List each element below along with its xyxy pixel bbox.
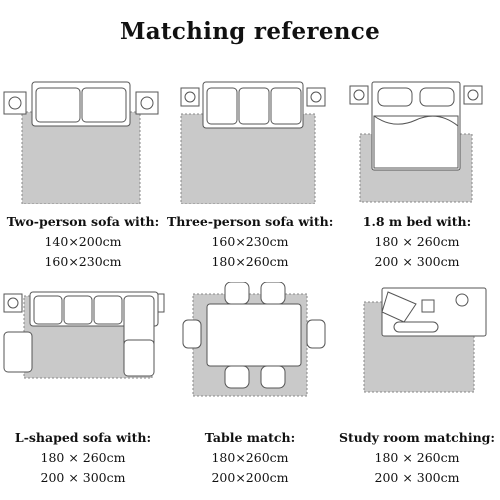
item-size: 180×260cm (211, 450, 289, 465)
item-size: 180 × 260cm (40, 450, 126, 465)
three-person-sofa-diagram (180, 81, 326, 204)
item-heading: L-shaped sofa with: (14, 430, 152, 445)
item-heading: Two-person sofa with: (6, 214, 160, 229)
item-heading: Three-person sofa with: (167, 214, 334, 229)
item-heading: Table match: (204, 430, 296, 445)
item-size: 140×200cm (44, 234, 122, 249)
l-shaped-sofa-diagram (3, 291, 165, 379)
item-size: 200 × 300cm (40, 470, 126, 485)
item-heading: 1.8 m bed with: (362, 214, 472, 229)
two-person-sofa-diagram (3, 81, 159, 204)
bed-diagram (349, 81, 483, 203)
item-size: 200 × 300cm (374, 470, 460, 485)
item-size: 180 × 260cm (374, 234, 460, 249)
study-room-diagram (363, 287, 487, 393)
item-size: 180 × 260cm (374, 450, 460, 465)
item-size: 160×230cm (211, 234, 289, 249)
item-size: 180×260cm (211, 254, 289, 269)
page-title: Matching reference (119, 18, 381, 45)
dining-table-diagram (182, 282, 326, 397)
item-heading: Study room matching: (338, 430, 496, 445)
item-size: 200×200cm (211, 470, 289, 485)
item-size: 200 × 300cm (374, 254, 460, 269)
item-size: 160×230cm (44, 254, 122, 269)
